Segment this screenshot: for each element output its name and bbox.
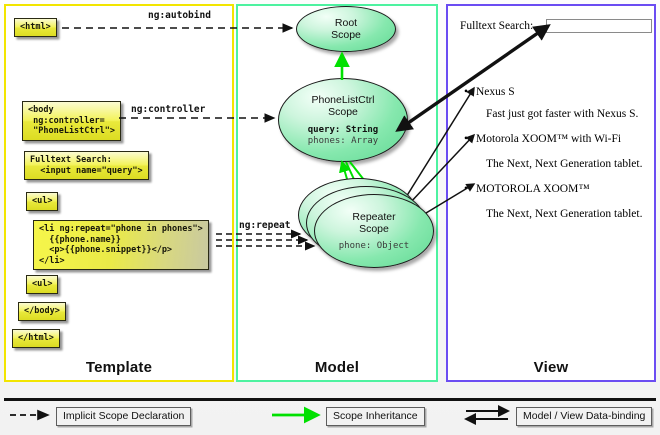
panel-view: Fulltext Search: • Nexus S Fast just got… [446, 4, 656, 382]
scope-repeater-props: phone: Object [338, 240, 410, 251]
view-phone-name: • Motorola XOOM™ with Wi-Fi [464, 133, 622, 145]
connector-label-ng-controller: ng:controller [131, 104, 206, 115]
legend-divider [4, 398, 656, 401]
view-phone-snippet: The Next, Next Generation tablet. [486, 208, 643, 220]
view-phone-name: • MOTOROLA XOOM™ [464, 183, 590, 195]
code-box-ul-close: <ul> [26, 275, 59, 294]
view-phone-snippet: Fast just got faster with Nexus S. [486, 108, 639, 120]
bullet-icon: • [464, 133, 469, 145]
code-box-html-open: <html> [14, 18, 57, 37]
code-box-li-repeat: <li ng:repeat="phone in phones"> {{phone… [33, 220, 209, 270]
panel-template-label: Template [85, 359, 153, 376]
bullet-icon: • [464, 86, 469, 98]
code-box-html-close: </html> [12, 329, 60, 348]
view-search-input[interactable] [546, 19, 652, 33]
view-phone-name: • Nexus S [464, 86, 515, 98]
code-box-body-open: <body ng:controller= "PhoneListCtrl"> [22, 101, 121, 141]
view-phone-snippet: The Next, Next Generation tablet. [486, 158, 643, 170]
panel-model-label: Model [314, 359, 360, 376]
scope-phonelistctrl-props: query: String phones: Array [307, 124, 379, 146]
connector-label-ng-autobind: ng:autobind [148, 10, 211, 21]
view-search-label: Fulltext Search: [460, 20, 534, 32]
panel-view-label: View [533, 359, 569, 376]
connector-label-ng-repeat: ng:repeat [239, 220, 291, 231]
code-box-body-close: </body> [18, 302, 66, 321]
code-box-ul-open: <ul> [26, 192, 59, 211]
bullet-icon: • [464, 183, 469, 195]
legend-implicit-scope-declaration: Implicit Scope Declaration [56, 407, 192, 426]
legend-model-view-data-binding: Model / View Data-binding [516, 407, 653, 426]
legend-scope-inheritance: Scope Inheritance [326, 407, 425, 426]
code-box-fulltext-search: Fulltext Search: <input name="query"> [24, 151, 149, 180]
